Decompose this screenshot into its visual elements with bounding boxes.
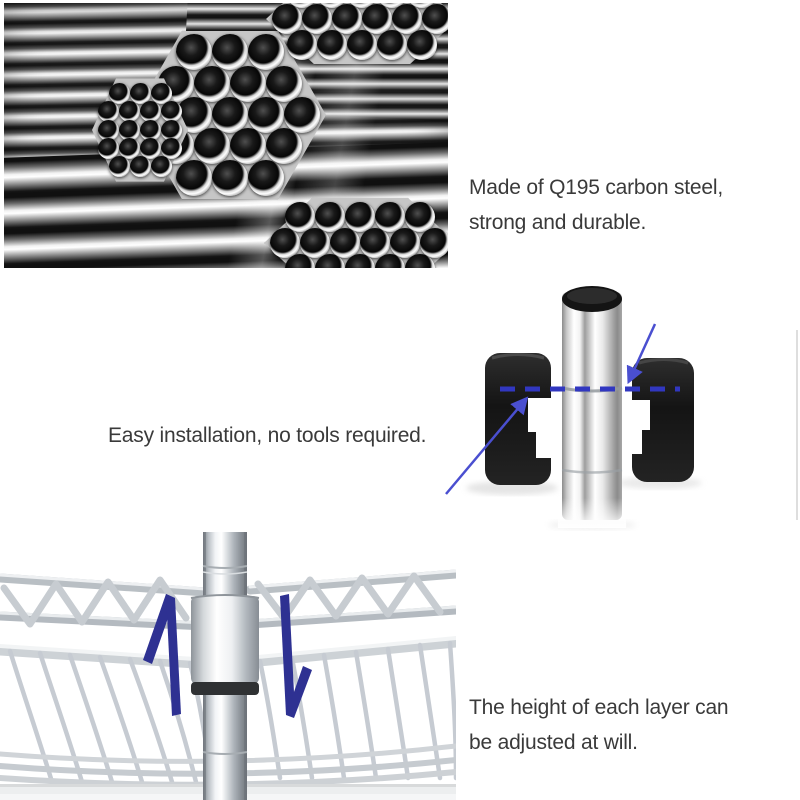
pipe-end	[390, 228, 420, 258]
pipe-end	[230, 65, 266, 102]
pipe-end	[345, 201, 375, 232]
pole-groove-lower	[561, 468, 623, 474]
chrome-pole-with-collar	[190, 532, 260, 800]
guide-arrow-right-icon	[626, 323, 657, 385]
snap-clip-right	[626, 358, 694, 482]
basket-photo	[0, 532, 456, 800]
pipe-end	[266, 128, 302, 165]
pipe-end	[422, 4, 448, 34]
caption-material-line2: strong and durable.	[469, 211, 647, 234]
pipe-end	[377, 30, 407, 61]
pipe-end	[129, 82, 151, 104]
pipe-end	[360, 228, 390, 258]
pipe-end	[150, 82, 172, 104]
pipe-end	[266, 65, 302, 102]
down-arrow-icon	[280, 594, 295, 715]
chrome-pole	[562, 292, 622, 520]
pipe-end	[194, 128, 230, 165]
pipe-end	[332, 4, 362, 34]
pipe-end	[347, 3, 377, 8]
pipe-end	[287, 30, 317, 61]
pipe-end	[270, 228, 300, 258]
pole-photo	[440, 282, 760, 532]
pipe-end	[407, 30, 437, 61]
pipe-end	[317, 3, 347, 8]
pole-clips-illustration	[445, 286, 702, 530]
pipe-end	[392, 4, 422, 34]
pipe-end	[119, 119, 140, 141]
pipe-end	[176, 159, 212, 196]
pipe-end	[315, 254, 345, 268]
basket-illustration	[0, 532, 456, 800]
pipe-end	[272, 4, 302, 34]
pipe-end	[377, 3, 407, 8]
pipe-end	[248, 34, 284, 71]
pipe-end	[317, 30, 347, 61]
pipe-end	[287, 3, 317, 8]
pipe-end	[161, 137, 182, 159]
pipe-end	[212, 159, 248, 196]
pipe-end	[119, 137, 140, 159]
pipe-end	[161, 119, 182, 141]
caption-installation-line1: Easy installation, no tools required.	[108, 424, 427, 447]
pipe-end	[284, 97, 320, 133]
height-adjust-arrows	[143, 594, 312, 718]
snap-clip-left	[485, 353, 554, 485]
pipe-end	[362, 4, 392, 34]
pipe-end	[405, 201, 435, 232]
pipes-photo	[4, 3, 448, 268]
pole-sleeve-collar	[191, 596, 259, 684]
cropped-image-edge	[796, 330, 798, 520]
caption-height-line2: be adjusted at will.	[469, 731, 638, 754]
pipe-end	[285, 201, 315, 232]
pipe-end	[420, 228, 448, 258]
pipe-end	[248, 97, 284, 133]
pipe-end	[347, 30, 377, 61]
pipe-end	[212, 34, 248, 71]
caption-installation: Easy installation, no tools required.	[108, 418, 426, 453]
pipe-end	[248, 159, 284, 196]
pipe-end	[150, 156, 172, 178]
pipe-end	[140, 119, 161, 141]
pole-groove-upper	[561, 386, 623, 393]
pipe-end	[375, 201, 405, 232]
pipe-end	[98, 119, 119, 141]
pole-bottom-fade	[558, 498, 626, 528]
pipe-end	[129, 156, 151, 178]
pipe-end	[405, 254, 435, 268]
caption-material-line1: Made of Q195 carbon steel,	[469, 176, 723, 199]
pipe-end	[375, 254, 405, 268]
pole-cap-highlight	[567, 288, 617, 304]
pipe-end	[176, 34, 212, 71]
pipe-end	[345, 254, 375, 268]
collar-black-ring	[191, 682, 259, 695]
pipe-end	[300, 228, 330, 258]
pipe-end	[108, 156, 130, 178]
pipe-end	[315, 201, 345, 232]
caption-height-line1: The height of each layer can	[469, 696, 729, 719]
pipe-end	[98, 101, 119, 123]
pipe-end	[407, 3, 437, 8]
pipe-end	[98, 137, 119, 159]
pipe-end	[140, 101, 161, 123]
pipe-end	[108, 82, 130, 104]
pipe-end	[230, 128, 266, 165]
pipe-end	[119, 101, 140, 123]
pipe-end	[212, 97, 248, 133]
caption-material: Made of Q195 carbon steel, strong and du…	[469, 170, 723, 240]
guide-arrow-left-icon	[445, 396, 529, 495]
pipe-end	[302, 4, 332, 34]
pipe-end	[285, 254, 315, 268]
caption-height-adjust: The height of each layer can be adjusted…	[469, 690, 729, 760]
pipe-end	[161, 101, 182, 123]
pipe-end	[140, 137, 161, 159]
pipe-end	[194, 65, 230, 102]
pipe-end	[330, 228, 360, 258]
